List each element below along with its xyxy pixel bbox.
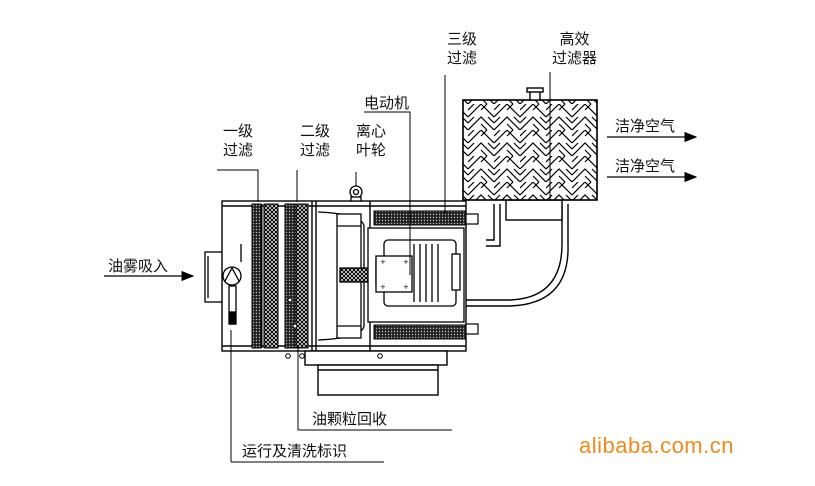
indicator-label: 运行及清洗标识 [242, 442, 348, 460]
oil-recovery-label: 油颗粒回收 [312, 410, 388, 428]
hepa-filter [462, 87, 598, 201]
indicator-gauge [222, 244, 242, 325]
intake-label: 油雾吸入 [108, 257, 169, 275]
flow-arrows [104, 131, 698, 282]
hepa-label: 高效过滤器 [552, 30, 598, 67]
svg-text:+: + [403, 283, 409, 291]
clean-air-label-1: 洁净空气 [615, 117, 676, 135]
oil-collection-base [304, 350, 448, 396]
clean-air-label-2: 洁净空气 [615, 157, 676, 175]
stage1-label: 一级过滤 [223, 122, 254, 159]
electric-motor: + + + + [367, 227, 465, 323]
stage1-filter [251, 203, 279, 349]
watermark: alibaba.com.cn [579, 433, 734, 458]
svg-text:+: + [380, 283, 386, 291]
centrifugal-impeller [317, 211, 371, 341]
svg-text:+: + [403, 258, 409, 266]
stage2-label: 二级过滤 [300, 122, 331, 159]
lifting-eye [349, 185, 363, 202]
svg-text:+: + [380, 258, 386, 266]
stage3-label: 三级过滤 [447, 30, 478, 67]
motor-label: 电动机 [364, 94, 410, 112]
outlet-duct [466, 199, 569, 307]
leader-lines [217, 72, 551, 463]
side-knobs [465, 213, 479, 335]
stage2-filter [284, 203, 309, 349]
drain-holes [285, 297, 383, 359]
impeller-label: 离心叶轮 [356, 122, 387, 159]
intake-duct [204, 251, 224, 303]
